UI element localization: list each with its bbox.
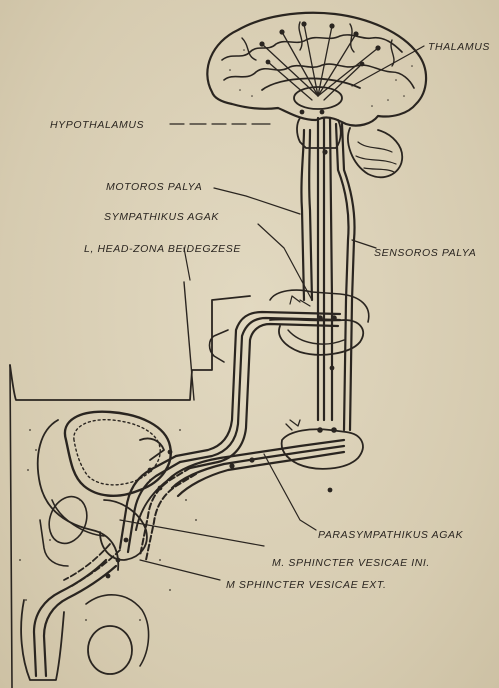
label-head-zona: L, HEAD-ZONA BEIDEGZESE bbox=[84, 243, 241, 255]
pelvic-body bbox=[10, 282, 250, 688]
label-sphincter-vesicae-ini: M. SPHINCTER VESICAE INI. bbox=[272, 557, 430, 569]
label-parasympathikus-agak: PARASYMPATHIKUS AGAK bbox=[318, 529, 464, 541]
label-thalamus: THALAMUS bbox=[428, 41, 490, 53]
nerve-bundles bbox=[106, 438, 196, 578]
label-sympathikus-agak: SYMPATHIKUS AGAK bbox=[104, 211, 219, 223]
label-sensoros-palya: SENSOROS PALYA bbox=[374, 247, 476, 259]
label-motoros-palya: MOTOROS PALYA bbox=[106, 181, 202, 193]
label-sphincter-vesicae-ext: M SPHINCTER VESICAE EXT. bbox=[226, 579, 386, 591]
brain bbox=[207, 13, 426, 177]
label-hypothalamus: HYPOTHALAMUS bbox=[50, 119, 144, 131]
